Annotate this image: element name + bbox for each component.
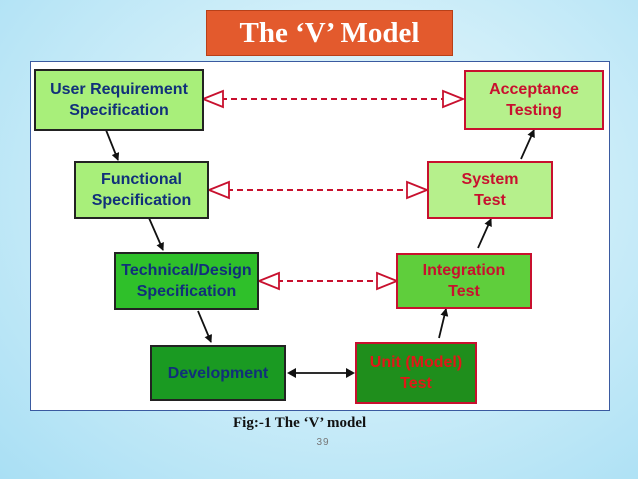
connector-layer	[105, 89, 535, 378]
dashed-link-integration	[256, 271, 400, 291]
slide-title: The ‘V’ Model	[206, 10, 453, 56]
functional-spec-box: Functional Specification	[74, 161, 209, 219]
unit-test-box: Unit (Model) Test	[355, 342, 477, 404]
arrow-unit-to-integration	[438, 308, 449, 339]
arrowhead-left-icon	[287, 368, 296, 378]
acceptance-testing-box: Acceptance Testing	[464, 70, 604, 130]
open-arrow-right-icon	[442, 89, 466, 109]
arrow-system-to-acceptance	[520, 129, 535, 160]
dashed-link-acceptance	[200, 89, 466, 109]
figure-caption: Fig:-1 The ‘V’ model	[233, 415, 367, 431]
arrow-technical-to-development	[197, 310, 212, 343]
dashed-link-system	[206, 180, 430, 200]
page-number: 39	[316, 437, 330, 448]
development-box: Development	[150, 345, 286, 401]
open-arrow-left-icon	[200, 89, 224, 109]
open-arrow-left-icon	[256, 271, 280, 291]
arrow-functional-to-technical	[148, 217, 164, 251]
v-model-diagram: User Requirement Specification Functiona…	[30, 61, 610, 411]
arrow-integration-to-system	[477, 218, 492, 249]
technical-design-box: Technical/Design Specification	[114, 252, 259, 310]
arrow-user-to-functional	[105, 129, 120, 161]
open-arrow-right-icon	[406, 180, 430, 200]
user-requirement-box: User Requirement Specification	[34, 69, 204, 131]
system-test-box: System Test	[427, 161, 553, 219]
arrowhead-right-icon	[346, 368, 355, 378]
open-arrow-right-icon	[376, 271, 400, 291]
integration-test-box: Integration Test	[396, 253, 532, 309]
open-arrow-left-icon	[206, 180, 230, 200]
